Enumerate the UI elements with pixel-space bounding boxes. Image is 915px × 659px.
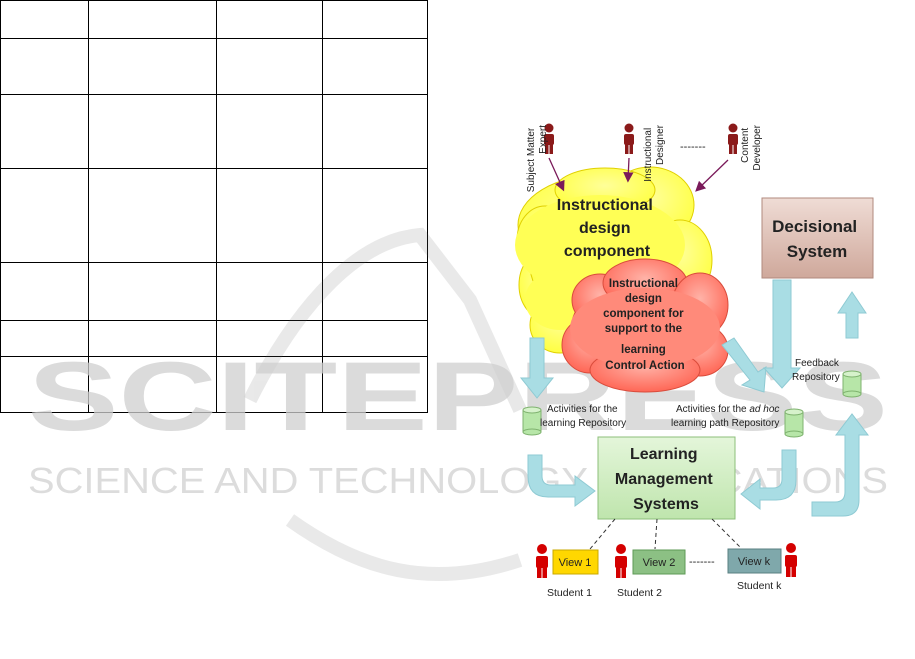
lms-view-connectors (589, 518, 741, 550)
decisional-system-label: Decisional System (772, 217, 862, 261)
roles-ellipsis: ------- (680, 141, 706, 153)
table-cell (88, 38, 217, 95)
flow-arrows (519, 279, 870, 517)
table-cell (216, 262, 323, 321)
support-component-cloud (561, 258, 729, 393)
empty-table (0, 0, 428, 413)
table-cell (88, 168, 217, 263)
student-1-icon (536, 544, 548, 578)
table-cell (322, 356, 428, 413)
developer-label: Content Developer (740, 124, 763, 170)
table-cell (322, 262, 428, 321)
table-cell (322, 94, 428, 169)
arrow-lms-to-feedback (811, 413, 870, 517)
view-2-box (632, 549, 686, 575)
table-cell (216, 38, 323, 95)
student-k-icon (785, 543, 797, 577)
table-cell (0, 94, 89, 169)
arrow-adhoc-to-lms (740, 449, 797, 511)
view-k-label: View k (738, 556, 771, 568)
instructional-designer-icon (624, 123, 634, 154)
support-component-label: Instructional design component for suppo… (603, 278, 687, 372)
content-developer-icon (728, 123, 738, 154)
table-cell (216, 0, 323, 39)
student-1-label: Student 1 (547, 587, 592, 599)
views-ellipsis: ------- (689, 556, 715, 568)
activities-adhoc-label: Activities for the ad hoc learning path … (671, 404, 782, 429)
decisional-system-box (761, 197, 874, 279)
table-cell (0, 168, 89, 263)
table-cell (216, 94, 323, 169)
lms-box (597, 436, 736, 520)
arrow-activities-to-lms (527, 454, 596, 507)
table-cell (88, 356, 217, 413)
view-k-box (727, 548, 782, 574)
student-2-label: Student 2 (617, 587, 662, 599)
view-2-label: View 2 (643, 557, 676, 569)
table-cell (322, 168, 428, 263)
student-2-icon (615, 544, 627, 578)
role-arrows (548, 157, 729, 192)
watermark-swoosh (243, 227, 527, 582)
arrow-to-adhoc-repo (721, 337, 767, 393)
lms-label: Learning Management Systems (615, 446, 717, 513)
arrow-decisional-down (762, 279, 802, 389)
table-cell (88, 94, 217, 169)
activities-repository-icon (522, 406, 542, 436)
activities-learning-label: Activities for the learning Repository (540, 404, 626, 429)
view-1-box (552, 549, 599, 575)
student-k-label: Student k (737, 580, 782, 592)
view-1-label: View 1 (559, 557, 592, 569)
subject-matter-expert-icon (544, 123, 554, 154)
table-cell (216, 356, 323, 413)
feedback-repository-label: Feedback Repository (792, 358, 842, 383)
arrow-to-activities-repo (519, 337, 555, 399)
table-cell (322, 38, 428, 95)
adhoc-repository-icon (784, 408, 804, 438)
feedback-repository-icon (842, 370, 862, 398)
designer-label: Instructional Designer (643, 124, 666, 181)
idc-label: Instructional design component (557, 197, 657, 260)
sme-label: Subject Matter Expert (526, 125, 549, 192)
arrow-feedback-up (837, 291, 867, 339)
